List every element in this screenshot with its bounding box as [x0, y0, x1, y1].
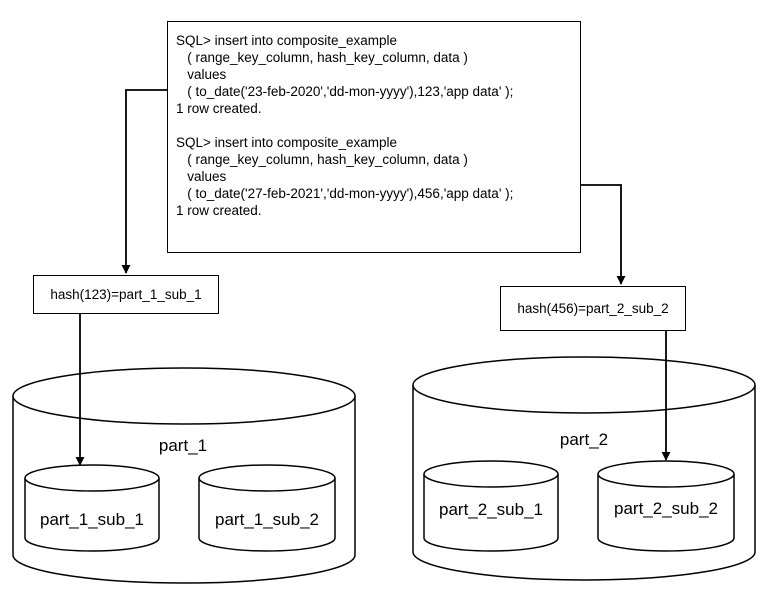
part-1-sub-1-label: part_1_sub_1	[40, 510, 144, 529]
sql-line: ( range_key_column, hash_key_column, dat…	[176, 50, 468, 65]
hash-box-left: hash(123)=part_1_sub_1	[33, 275, 219, 314]
sql-line: 1 row created.	[176, 101, 262, 116]
hash-box-right: hash(456)=part_2_sub_2	[500, 286, 686, 331]
sql-statement-1: SQL> insert into composite_example ( ran…	[176, 32, 580, 117]
arrow-sql-to-hash-right	[581, 184, 626, 285]
sql-line: values	[176, 169, 227, 184]
sql-line: ( range_key_column, hash_key_column, dat…	[176, 152, 468, 167]
part-1-label: part_1	[158, 436, 208, 455]
sql-line: ( to_date('27-feb-2021','dd-mon-yyyy'),4…	[176, 186, 514, 201]
part-2-sub-2-cylinder	[597, 460, 735, 552]
part-2-sub-1-label: part_2_sub_1	[439, 500, 543, 519]
sql-line: SQL> insert into composite_example	[176, 33, 397, 48]
part-2-sub-1-cylinder	[423, 460, 559, 552]
sql-line: values	[176, 67, 227, 82]
part-1-sub-2-cylinder	[198, 464, 336, 552]
part-1-sub-1-cylinder	[24, 464, 160, 552]
sql-line: ( to_date('23-feb-2020','dd-mon-yyyy'),1…	[176, 84, 514, 99]
sql-statement-2: SQL> insert into composite_example ( ran…	[176, 134, 580, 219]
part-2-label: part_2	[559, 430, 609, 449]
sql-spacer	[176, 117, 580, 134]
sql-line: SQL> insert into composite_example	[176, 135, 397, 150]
arrow-sql-to-hash-left	[121, 89, 167, 274]
sql-statements-box: SQL> insert into composite_example ( ran…	[167, 21, 581, 253]
part-2-sub-2-label: part_2_sub_2	[614, 499, 718, 518]
sql-line: 1 row created.	[176, 203, 262, 218]
part-1-sub-2-label: part_1_sub_2	[215, 510, 319, 529]
